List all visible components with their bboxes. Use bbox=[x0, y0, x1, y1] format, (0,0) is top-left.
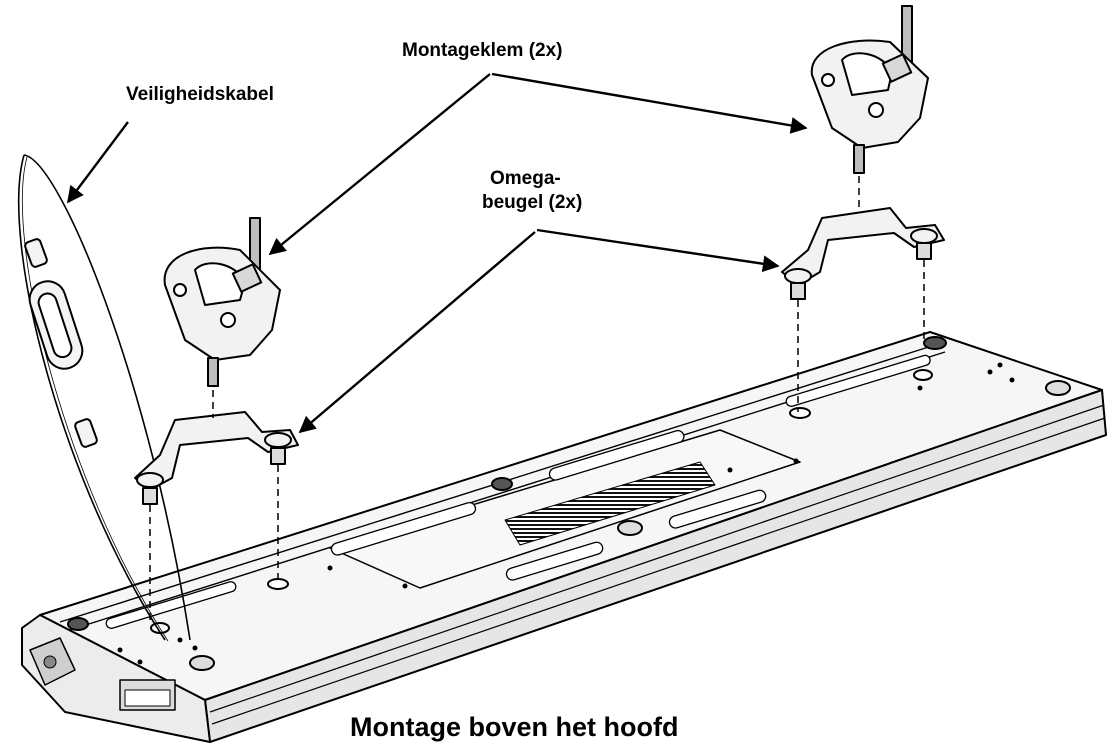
fixture-screws bbox=[117, 362, 1015, 665]
diagram-caption: Montage boven het hoofd bbox=[350, 712, 679, 742]
right-clamp bbox=[810, 5, 929, 174]
left-omega-bracket bbox=[134, 411, 299, 505]
alignment-lines bbox=[149, 176, 925, 625]
label-safety-cable: Veiligheidskabel bbox=[126, 84, 274, 105]
right-omega-bracket bbox=[781, 207, 945, 300]
carabiner bbox=[24, 238, 98, 448]
fixture-body bbox=[21, 331, 1107, 743]
safety-cable bbox=[18, 154, 191, 642]
label-omega-bracket-line1: Omega- bbox=[490, 168, 561, 189]
label-omega-bracket-line2: beugel (2x) bbox=[482, 192, 583, 213]
leader-arrows bbox=[66, 72, 808, 434]
left-clamp bbox=[163, 217, 281, 387]
label-mounting-clamp: Montageklem (2x) bbox=[402, 40, 563, 61]
